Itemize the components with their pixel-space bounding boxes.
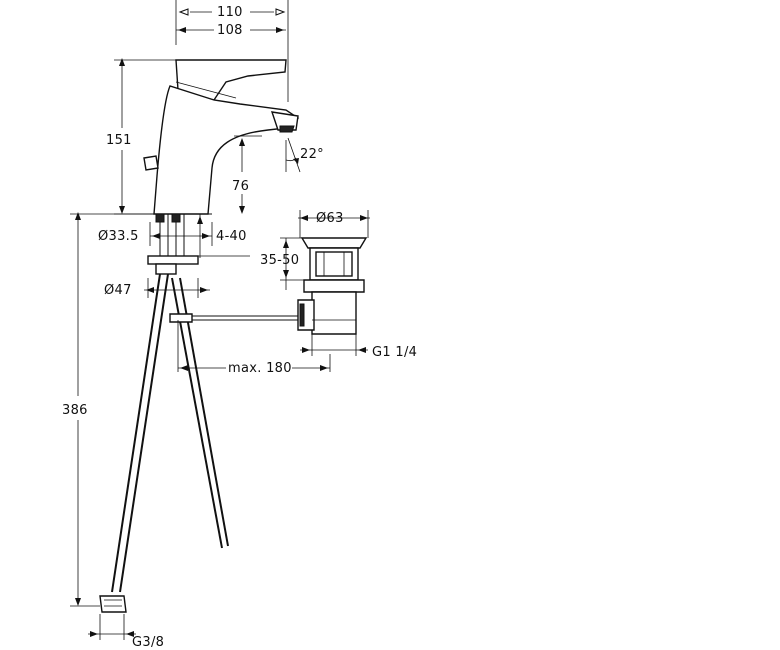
- supply-hose-group: [99, 273, 229, 613]
- hose-thread-dimension-group: G3/8: [88, 614, 164, 650]
- dim-spout-height: 76: [232, 179, 249, 194]
- dim-waste-range: 35-50: [260, 253, 299, 268]
- popup-rod-group: max. 180: [169, 313, 331, 376]
- deck-mount-group: Ø33.5 4-40 Ø47: [98, 213, 250, 298]
- dim-width-overall: 110: [217, 5, 243, 20]
- dim-waste-diameter: Ø63: [316, 211, 344, 226]
- dim-height-total: 151: [106, 133, 132, 148]
- dim-hose-thread: G3/8: [132, 635, 164, 650]
- hose-length-dimension-group: 386: [62, 212, 150, 607]
- dim-spout-angle: 22°: [300, 147, 324, 162]
- faucet-body: [143, 59, 300, 215]
- dim-hole-diameter: Ø33.5: [98, 229, 139, 244]
- dim-waste-thread: G1 1/4: [372, 345, 417, 360]
- spout-angle-group: 22°: [285, 137, 324, 173]
- dim-flange-diameter: Ø47: [104, 283, 132, 298]
- dim-hose-length: 386: [62, 403, 88, 418]
- width-dimension-group: 110 108: [175, 0, 289, 102]
- spout-height-dimension-group: 76: [232, 135, 262, 214]
- dim-rod-length: max. 180: [228, 361, 292, 376]
- dim-width-inner: 108: [217, 23, 243, 38]
- dim-deck-thickness: 4-40: [216, 229, 247, 244]
- height-dimension-group: 151: [106, 58, 176, 215]
- waste-drain-group: Ø63 35-50 G1 1/4: [260, 210, 417, 360]
